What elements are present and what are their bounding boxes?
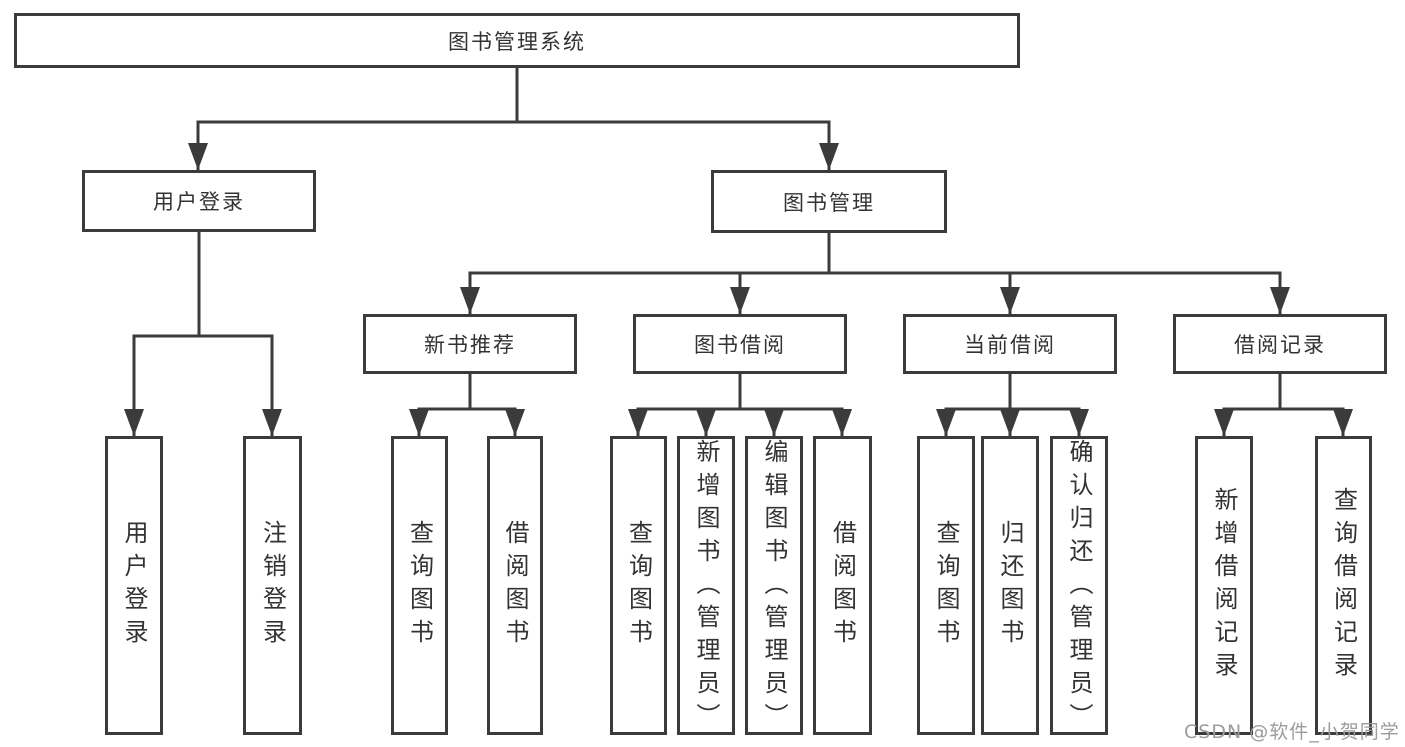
node-user-login: 用户登录 (82, 170, 316, 232)
connector-bookmgmt-to-level3 (468, 271, 1282, 314)
leaf-query-books-recommend: 查询图书 (391, 436, 448, 735)
connector-records-to-leaves (1222, 374, 1345, 436)
leaf-borrow-books-recommend: 借阅图书 (487, 436, 543, 735)
node-book-management: 图书管理 (711, 170, 947, 233)
connector-root-to-level2 (196, 120, 831, 171)
connector-userlogin-to-leaves (132, 334, 274, 436)
leaf-return-books: 归还图书 (981, 436, 1039, 735)
leaf-borrow-books: 借阅图书 (813, 436, 872, 735)
leaf-query-borrow-record: 查询借阅记录 (1315, 436, 1372, 735)
leaf-add-books-admin: 新增图书（管理员） (677, 436, 735, 736)
leaf-query-books-current: 查询图书 (917, 436, 975, 735)
node-new-book-recommend: 新书推荐 (363, 314, 577, 374)
leaf-logout: 注销登录 (243, 436, 302, 735)
connector-borrow-to-leaves (636, 374, 844, 436)
node-book-borrow: 图书借阅 (633, 314, 847, 374)
leaf-add-borrow-record: 新增借阅记录 (1195, 436, 1253, 735)
node-current-borrow: 当前借阅 (903, 314, 1117, 374)
csdn-watermark: CSDN @软件_小贺同学 (1184, 721, 1400, 743)
node-library-system: 图书管理系统 (14, 13, 1020, 68)
leaf-query-books-borrow: 查询图书 (610, 436, 667, 735)
arrowhead-icons (124, 143, 1353, 436)
connector-newbook-to-leaves (417, 374, 517, 436)
node-borrow-records: 借阅记录 (1173, 314, 1387, 374)
leaf-confirm-return-admin: 确认归还（管理员） (1050, 436, 1108, 736)
leaf-user-login: 用户登录 (105, 436, 163, 735)
leaf-edit-books-admin: 编辑图书（管理员） (745, 436, 803, 736)
